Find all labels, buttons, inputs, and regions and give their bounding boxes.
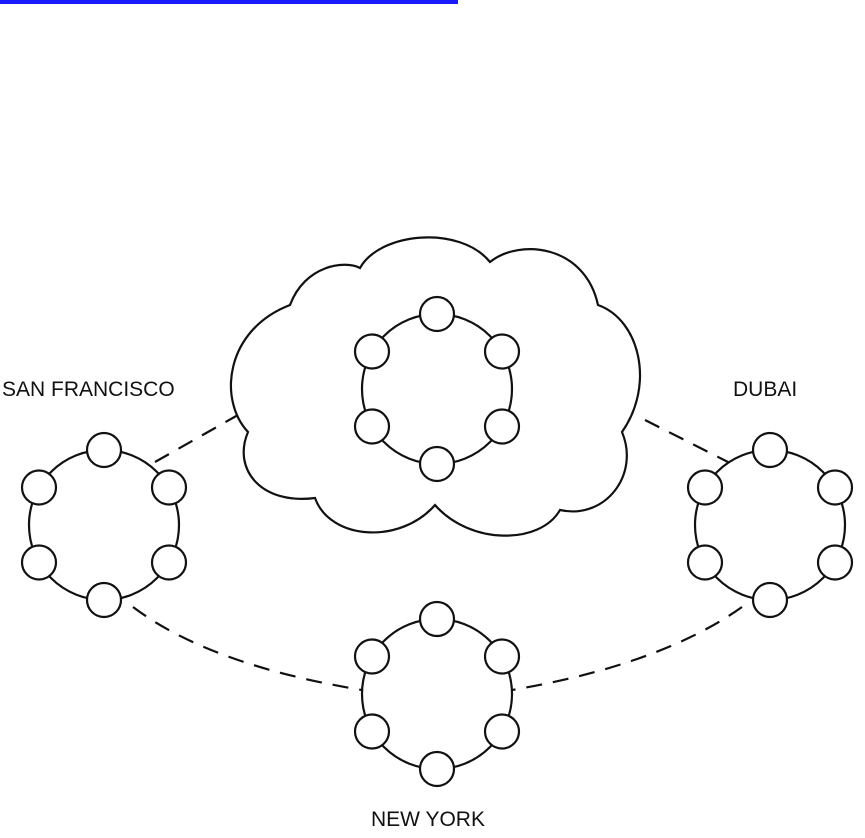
label-new-york: NEW YORK <box>371 808 485 831</box>
label-dubai: DUBAI <box>733 378 797 401</box>
cluster-node <box>152 471 186 505</box>
cluster-node <box>420 602 454 636</box>
cluster-node <box>485 410 519 444</box>
cluster-node <box>688 546 722 580</box>
cluster-node <box>420 297 454 331</box>
cluster-node <box>753 433 787 467</box>
cloud-shape <box>231 237 640 535</box>
cluster-ring <box>29 450 179 600</box>
link-dubai-cloud <box>645 420 728 462</box>
cluster-node <box>420 752 454 786</box>
cluster-node <box>485 715 519 749</box>
label-san-francisco: SAN FRANCISCO <box>2 378 175 401</box>
cluster-node <box>420 447 454 481</box>
cluster-node <box>355 715 389 749</box>
cluster-node <box>87 433 121 467</box>
cluster-ring <box>362 619 512 769</box>
cluster-node <box>22 546 56 580</box>
cluster-node <box>818 546 852 580</box>
cluster-node <box>485 335 519 369</box>
cluster-node <box>688 471 722 505</box>
cluster-node <box>22 471 56 505</box>
cluster-dubai <box>688 433 852 617</box>
cluster-node <box>355 410 389 444</box>
cluster-node <box>818 471 852 505</box>
cluster-node <box>355 335 389 369</box>
cluster-node <box>753 583 787 617</box>
cluster-node <box>485 640 519 674</box>
cluster-new-york <box>355 602 519 786</box>
cluster-ring <box>695 450 845 600</box>
cluster-san-francisco <box>22 433 186 617</box>
link-sf-cloud <box>155 415 238 462</box>
link-dubai-newyork <box>512 607 742 690</box>
cluster-node <box>87 583 121 617</box>
cluster-node <box>152 546 186 580</box>
cluster-node <box>355 640 389 674</box>
link-sf-newyork <box>133 607 362 690</box>
